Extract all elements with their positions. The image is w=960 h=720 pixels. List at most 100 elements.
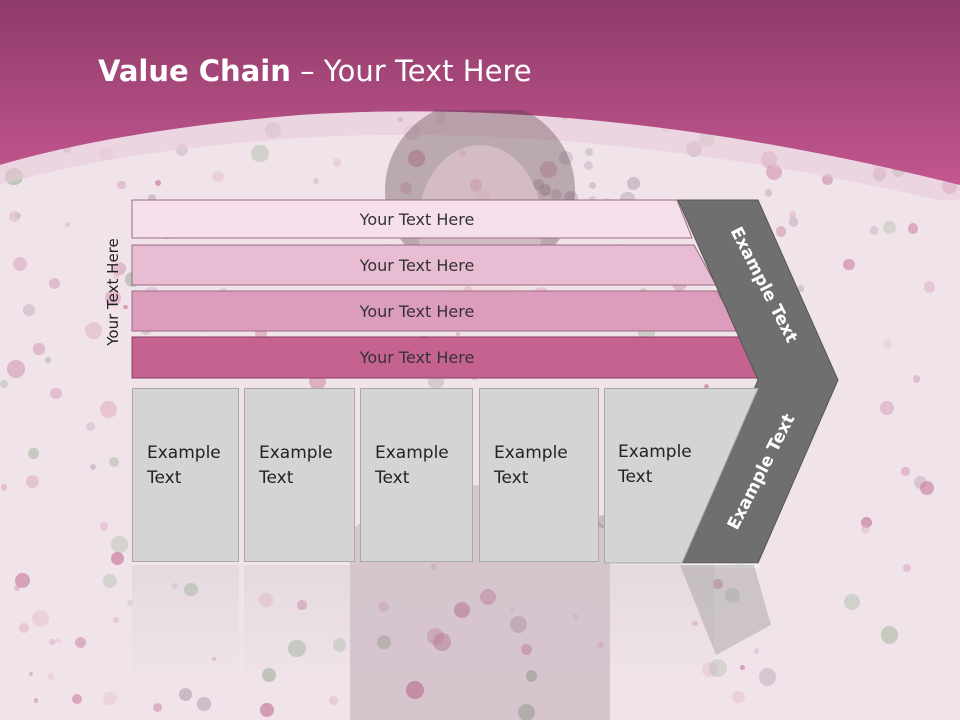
bar-label-1: Your Text Here: [359, 209, 475, 229]
floral-dot: [822, 174, 833, 185]
floral-dot: [882, 220, 897, 235]
floral-dot: [788, 217, 799, 227]
floral-dot: [111, 536, 129, 554]
floral-dot: [539, 161, 557, 178]
floral-dot: [458, 149, 467, 158]
example-box-5-shape: [604, 388, 759, 564]
example-box-1: Example Text: [132, 388, 239, 562]
floral-dot: [12, 257, 27, 272]
floral-dot: [901, 467, 910, 476]
floral-dot: [870, 226, 879, 235]
floral-dot: [775, 226, 787, 238]
floral-dot: [103, 691, 117, 705]
floral-dot: [453, 601, 471, 618]
floral-dot: [532, 179, 544, 191]
floral-dot: [538, 184, 551, 197]
box-reflection-5: [604, 565, 714, 685]
floral-dot: [15, 573, 31, 589]
floral-dot: [197, 697, 211, 711]
floral-dot: [259, 593, 273, 607]
floral-dot: [33, 698, 39, 703]
floral-dot: [47, 673, 55, 680]
floral-dot: [33, 343, 45, 355]
floral-dot: [378, 601, 389, 612]
chevron-reflection: [680, 565, 771, 655]
floral-dot: [8, 211, 20, 223]
floral-dot: [64, 221, 71, 227]
floral-dot: [113, 617, 120, 623]
floral-dot: [596, 642, 604, 650]
floral-dot: [18, 623, 30, 634]
floral-dot: [588, 195, 597, 204]
floral-dot: [251, 144, 270, 163]
floral-dot: [923, 281, 936, 293]
box-reflection-4: [479, 565, 599, 685]
floral-dot: [732, 690, 745, 704]
floral-dot: [49, 277, 61, 289]
floral-dot: [525, 670, 538, 682]
floral-dot: [433, 633, 452, 652]
floral-dot: [520, 643, 533, 656]
floral-dot: [907, 223, 919, 234]
floral-dot: [627, 177, 640, 190]
floral-dot: [376, 634, 391, 649]
floral-dot: [844, 594, 861, 610]
floral-dot: [469, 179, 483, 192]
floral-dot: [400, 182, 412, 194]
box-reflection-1: [132, 565, 239, 685]
floral-dot: [117, 180, 126, 189]
floral-dot: [713, 579, 723, 589]
floral-dot: [919, 480, 935, 496]
floral-dot: [7, 360, 25, 378]
floral-dot: [84, 321, 103, 339]
box-label-2: Example Text: [259, 443, 333, 488]
floral-dot: [123, 305, 128, 310]
floral-dot: [517, 703, 535, 720]
floral-dot: [702, 661, 718, 678]
floral-dot: [740, 664, 746, 671]
floral-dot: [455, 331, 460, 336]
floral-dot: [789, 211, 797, 219]
floral-dot: [704, 383, 710, 389]
floral-dot: [797, 285, 805, 292]
floral-dot: [184, 583, 198, 597]
title-bold: Value Chain: [98, 54, 291, 88]
floral-dot: [572, 614, 578, 620]
floral-dot: [765, 189, 773, 197]
floral-dot: [175, 144, 188, 157]
floral-dot: [155, 179, 162, 186]
floral-dot: [113, 262, 126, 275]
floral-dot: [212, 170, 224, 183]
bar-shape-1: [131, 199, 693, 239]
floral-dot: [296, 600, 307, 610]
floral-dot: [427, 628, 445, 646]
floral-dot: [332, 638, 347, 652]
bar-label-4: Your Text Here: [359, 348, 475, 367]
floral-dot: [0, 380, 8, 389]
floral-dot: [860, 524, 871, 534]
floral-dot: [148, 194, 157, 203]
floral-dot: [112, 271, 120, 279]
example-box-4: Example Text: [479, 388, 599, 562]
floral-dot: [479, 589, 496, 606]
floral-dot: [90, 463, 97, 470]
example-box-5: Example Text: [604, 388, 714, 562]
bar-label-3: Your Text Here: [359, 301, 475, 321]
floral-dot: [212, 656, 217, 662]
floral-dot: [312, 177, 319, 184]
floral-dot: [332, 157, 342, 167]
bar-label-2: Your Text Here: [359, 255, 475, 275]
floral-dot: [0, 484, 8, 491]
floral-dot: [589, 181, 597, 189]
box-label-4: Example Text: [494, 443, 568, 488]
box-reflection-2: [244, 565, 355, 685]
floral-dot: [85, 421, 96, 432]
floral-dot: [843, 258, 855, 271]
floral-dot: [49, 387, 62, 400]
floral-dot: [22, 304, 35, 316]
floral-dot: [288, 639, 306, 658]
side-label: Your Text Here: [104, 238, 122, 346]
floral-dot: [408, 150, 425, 167]
floral-dot: [99, 400, 118, 419]
floral-dot: [758, 668, 777, 686]
